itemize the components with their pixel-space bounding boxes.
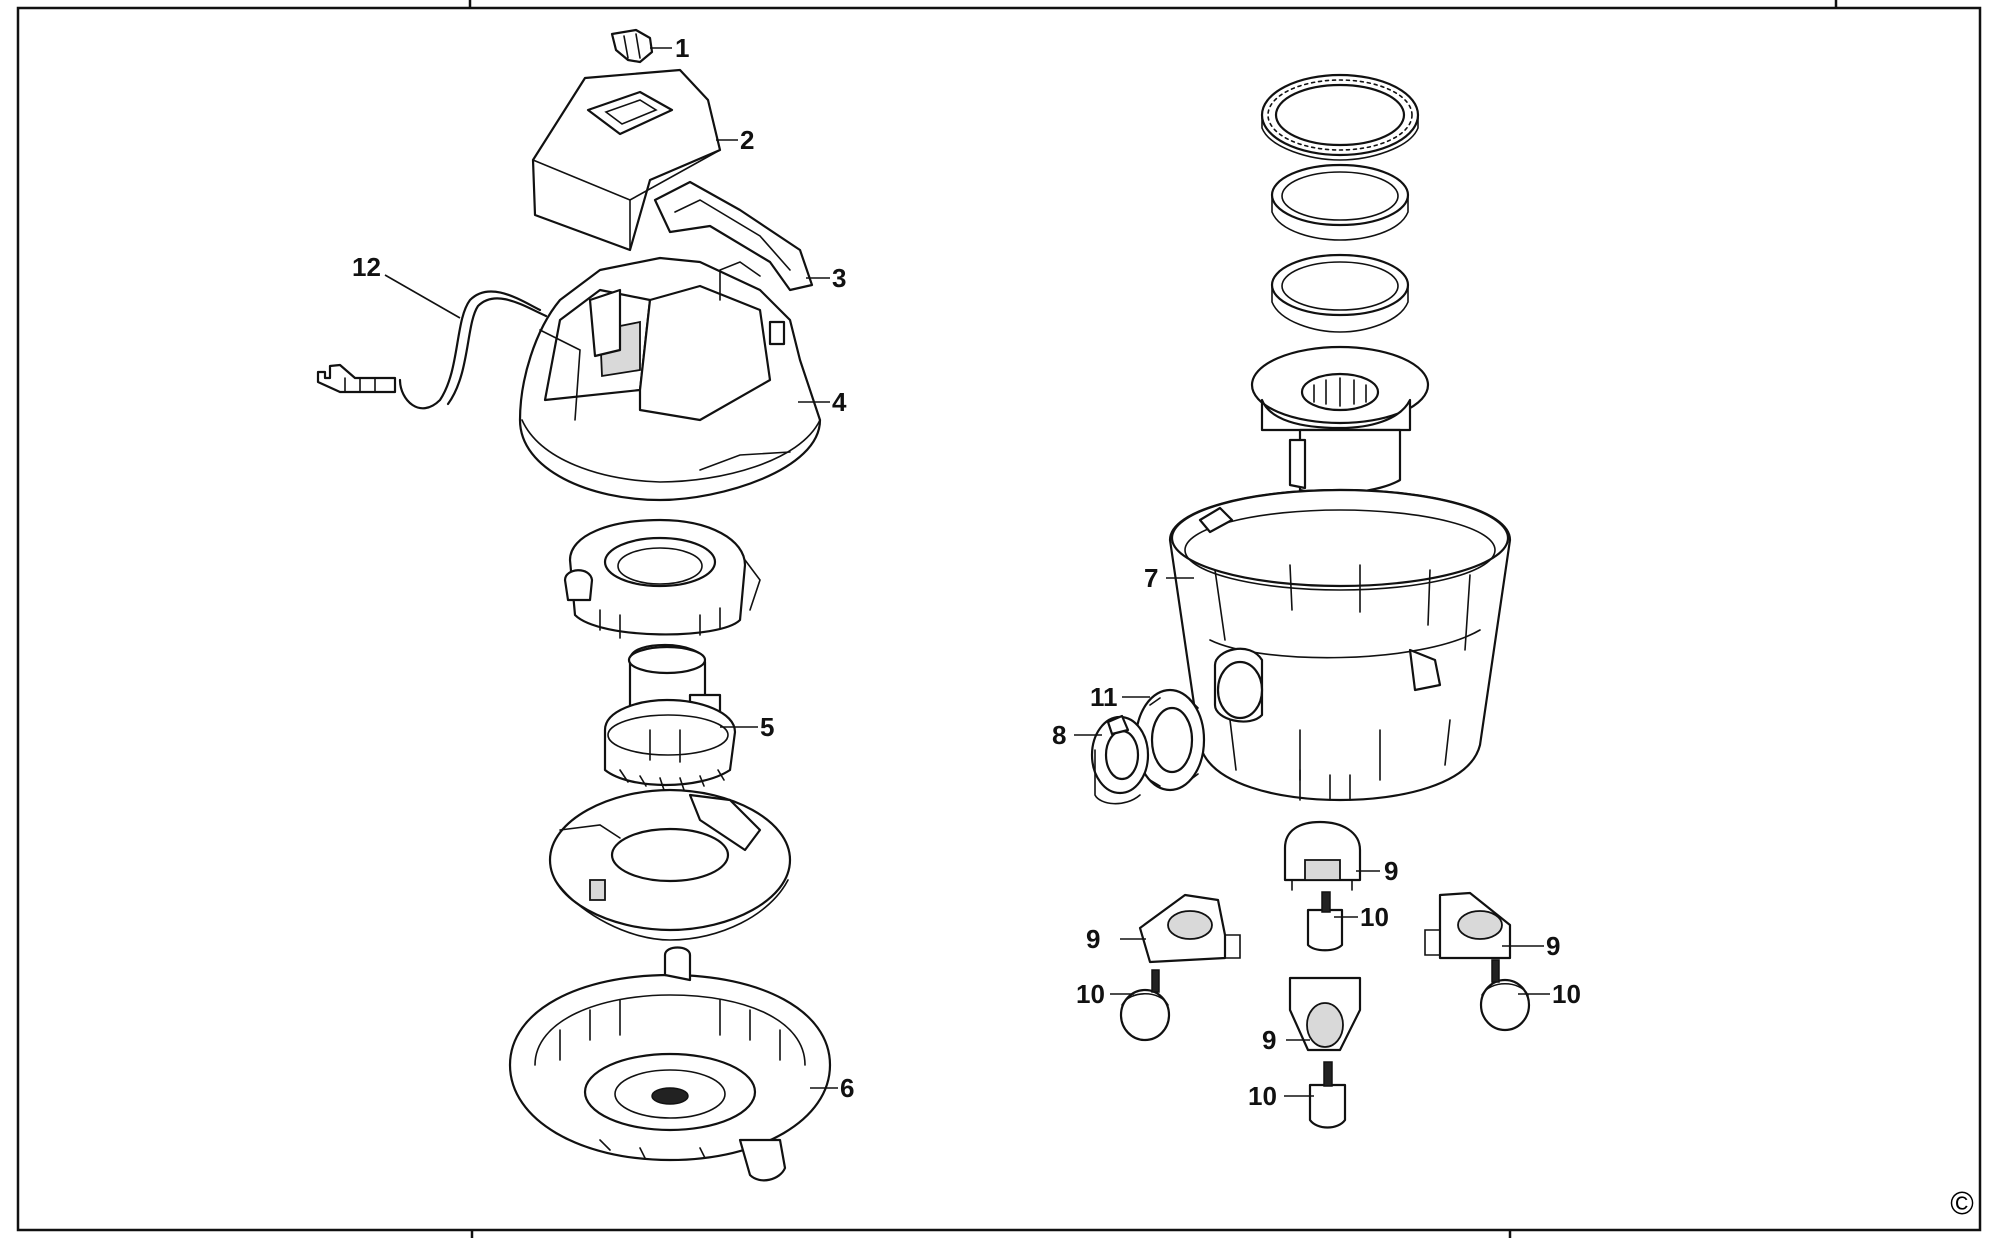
part-filter-ring-lower (1270, 253, 1410, 333)
callout-9-bottom-label: 9 (1262, 1025, 1276, 1055)
callout-10-right: 10 (1518, 979, 1581, 1009)
part-motor-mount-ring (563, 518, 761, 639)
part-filter-ring-upper (1270, 163, 1410, 241)
callout-10-right-label: 10 (1552, 979, 1581, 1009)
part-9-caster-cover-right (1424, 891, 1512, 960)
part-filter-cage (1250, 345, 1430, 495)
callout-12-label: 12 (352, 252, 381, 282)
drawing-frame (16, 0, 1982, 1238)
part-3-handle (653, 180, 814, 292)
callout-3: 3 (806, 263, 846, 293)
callout-9-top-label: 9 (1384, 856, 1398, 886)
part-knurled-ring (1260, 73, 1420, 161)
callout-9-left-label: 9 (1086, 924, 1100, 954)
part-9-caster-cover-bottom (1288, 976, 1362, 1052)
part-8-inlet-ring (1090, 714, 1150, 805)
part-2-top-cover (531, 68, 722, 252)
callout-10-top-label: 10 (1360, 902, 1389, 932)
part-5-motor (603, 643, 737, 791)
callout-6-label: 6 (840, 1073, 854, 1103)
callout-10-top: 10 (1334, 902, 1389, 932)
part-10-caster-left (1119, 969, 1171, 1042)
part-12-power-cord (316, 290, 548, 410)
part-10-caster-top (1306, 891, 1344, 952)
callout-5-label: 5 (760, 712, 774, 742)
copyright-symbol: © (1950, 1185, 1974, 1221)
callout-11-label: 11 (1090, 682, 1118, 712)
part-11-inlet-flange (1134, 688, 1206, 792)
callout-7-label: 7 (1144, 563, 1158, 593)
callout-10-left: 10 (1076, 979, 1134, 1009)
part-6-base-plate (508, 946, 832, 1182)
callout-9-bottom: 9 (1262, 1025, 1310, 1055)
part-7-drum (1168, 488, 1512, 802)
part-4-motor-housing (518, 256, 822, 502)
callout-2-label: 2 (740, 125, 754, 155)
callout-9-left: 9 (1086, 924, 1146, 954)
part-10-caster-right (1479, 959, 1531, 1032)
callout-9-right-label: 9 (1546, 931, 1560, 961)
callout-1: 1 (650, 33, 689, 63)
part-9-caster-cover-top (1283, 820, 1362, 891)
callout-4-label: 4 (832, 387, 847, 417)
callout-3-label: 3 (832, 263, 846, 293)
callout-8: 8 (1052, 720, 1102, 750)
part-10-caster-bottom (1308, 1061, 1347, 1129)
callout-1-label: 1 (675, 33, 689, 63)
part-9-caster-cover-left (1138, 893, 1241, 964)
callout-8-label: 8 (1052, 720, 1066, 750)
callout-2: 2 (716, 125, 754, 155)
callout-7: 7 (1144, 563, 1194, 593)
callout-9-right: 9 (1502, 931, 1560, 961)
callout-10-bottom: 10 (1248, 1081, 1314, 1111)
callout-4: 4 (798, 387, 847, 417)
callout-10-bottom-label: 10 (1248, 1081, 1277, 1111)
part-lower-shroud (548, 788, 792, 941)
callout-5: 5 (720, 712, 774, 742)
callout-10-left-label: 10 (1076, 979, 1105, 1009)
copyright-mark: © (1950, 1185, 1974, 1221)
callout-6: 6 (810, 1073, 854, 1103)
callout-9-top: 9 (1356, 856, 1398, 886)
callout-12: 12 (352, 252, 461, 319)
callout-11: 11 (1090, 682, 1150, 712)
part-1-switch (610, 28, 654, 64)
